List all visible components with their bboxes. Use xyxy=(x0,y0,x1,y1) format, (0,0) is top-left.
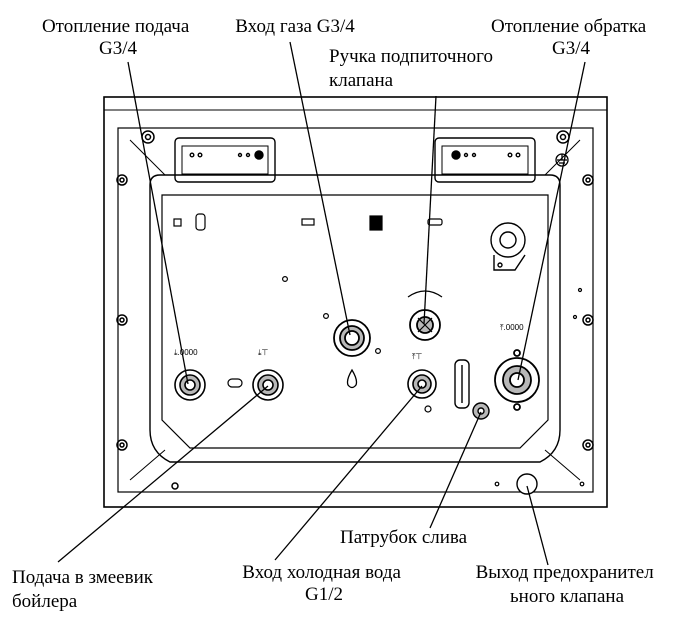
heating-return-mark: ⤒.0000 xyxy=(500,323,524,332)
three-way-valve xyxy=(490,222,526,271)
label-drain-pipe: Патрубок слива xyxy=(340,527,468,548)
panel-details xyxy=(173,213,585,487)
label-feed-valve-handle: Ручка подпиточного клапана xyxy=(329,46,498,91)
mounting-bracket-right xyxy=(434,137,536,183)
gas-inlet-fitting xyxy=(333,319,371,357)
safety-valve-outlet-fitting xyxy=(516,473,538,495)
heating-return-fitting xyxy=(494,349,540,411)
mounting-bracket-left xyxy=(174,137,276,183)
boiler-casing xyxy=(103,96,608,508)
corner-bolts xyxy=(116,130,594,490)
label-gas-inlet: Вход газа G3/4 xyxy=(235,16,355,37)
cold-water-fitting xyxy=(407,369,437,399)
heating-supply-mark: ⤓.0000 xyxy=(174,348,198,357)
feed-valve-handle xyxy=(407,290,443,341)
drain-valve xyxy=(454,359,490,420)
label-heating-supply: Отопление подача G3/4 xyxy=(42,16,194,59)
label-cold-water-inlet: Вход холодная вода G1/2 xyxy=(242,562,405,605)
drop-icon xyxy=(346,368,358,389)
label-heating-return: Отопление обратка G3/4 xyxy=(491,16,651,59)
ground-icon xyxy=(555,153,569,167)
heating-supply-fitting xyxy=(174,369,206,401)
label-safety-valve-outlet: Выход предохранител ьного клапана xyxy=(476,562,659,607)
cold-mark: ⤒⊤ xyxy=(412,352,423,361)
coil-mark: ⤓⊤ xyxy=(258,348,269,357)
leader-lines xyxy=(57,41,586,566)
label-boiler-coil-supply: Подача в змеевик бойлера xyxy=(12,567,158,612)
